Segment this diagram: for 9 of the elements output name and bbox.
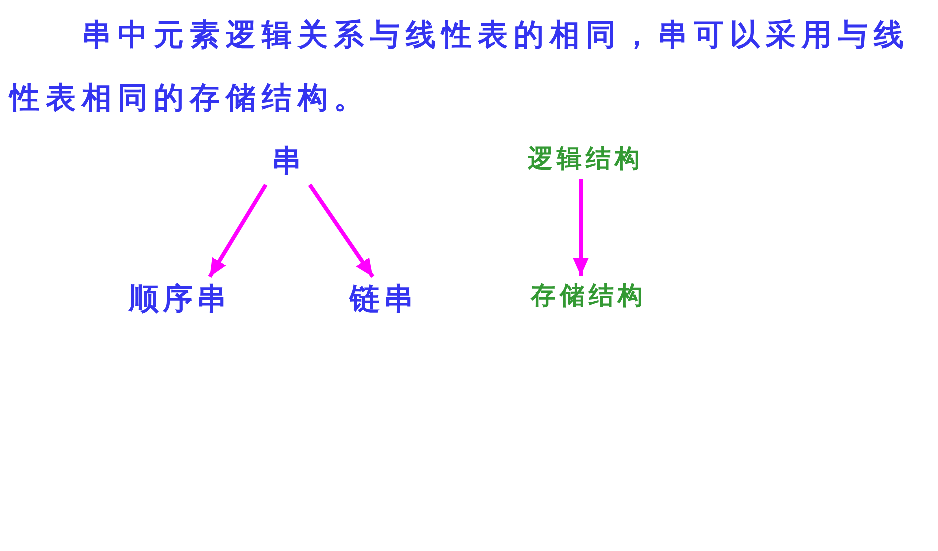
arrow	[308, 184, 375, 278]
term-label: 存储结构	[527, 279, 643, 313]
arrow	[573, 179, 589, 276]
paragraph: 串中元素逻辑关系与线性表的相同，串可以采用与线性表相同的存储结构。	[10, 17, 911, 118]
term-label: 顺序串	[125, 280, 229, 320]
term-label: 逻辑结构	[524, 142, 640, 176]
term-label: 链串	[346, 280, 414, 320]
term-label: 串	[272, 142, 302, 182]
arrow	[208, 184, 268, 278]
